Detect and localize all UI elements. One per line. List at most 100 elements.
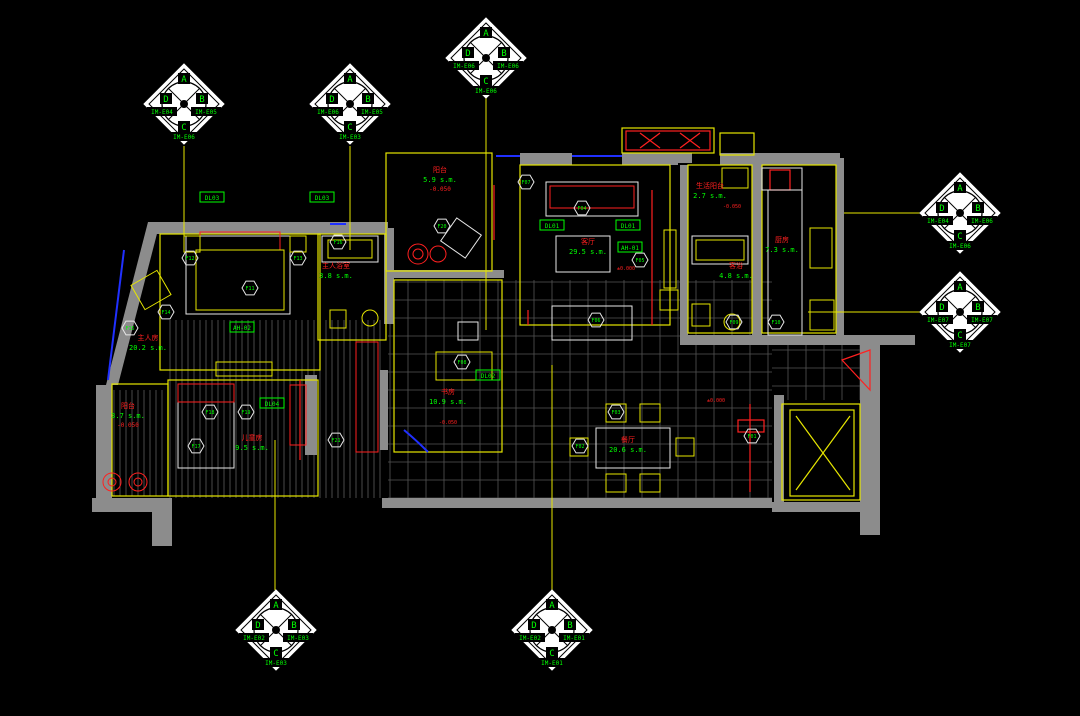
- marker-code: IM-E03: [287, 635, 309, 642]
- marker-letter-c: C: [483, 77, 488, 87]
- fixture-f14: F14: [157, 304, 175, 320]
- marker-letter-c: C: [273, 649, 278, 659]
- fixture-f19: F19: [237, 404, 255, 420]
- marker-code: IM-E07: [927, 317, 949, 324]
- marker-letter-d: D: [939, 303, 944, 313]
- fixture-f18: F18: [201, 404, 219, 420]
- room-labels: 阳台5.9 s.m.-0.050 主人房 20.2 s.m. 主人浴室 3.8 s.m.…: [111, 165, 799, 454]
- fixture-f12: F12: [181, 250, 199, 266]
- room-level: -0.050: [117, 422, 139, 429]
- room-label-study: 书房 10.9 s.m.: [429, 387, 467, 406]
- marker-code: IM-E06: [971, 218, 993, 225]
- marker-code: IM-E06: [173, 134, 195, 141]
- room-label-balcony-top: 阳台5.9 s.m.-0.050: [423, 165, 457, 193]
- floor-levels: ±0.000±0.000-0.050-0.050: [439, 204, 741, 426]
- fixture-code: F09: [729, 320, 738, 326]
- room-label-small-balcony: 阳台3.7 s.m.-0.050: [111, 401, 145, 429]
- room-name: 阳台: [433, 165, 447, 174]
- room-area: 7.3 s.m.: [765, 246, 799, 254]
- marker-letter-c: C: [181, 123, 186, 133]
- room-label-kitchen: 厨房 7.3 s.m.: [765, 235, 799, 254]
- fixture-code: F06: [591, 318, 600, 324]
- room-name: 主人房: [138, 333, 159, 342]
- marker-code: IM-E06: [317, 109, 339, 116]
- tag-text: DL03: [315, 195, 330, 202]
- room-name: 客厅: [581, 237, 595, 246]
- marker-letter-d: D: [329, 95, 334, 105]
- fixture-f03: F03: [607, 404, 625, 420]
- room-name: 厨房: [775, 235, 789, 244]
- marker-letter-c: C: [549, 649, 554, 659]
- room-label-kids-room: 儿童房 9.5 s.m.: [235, 433, 269, 452]
- fixture-f01: F01: [743, 428, 761, 444]
- room-area: 20.2 s.m.: [129, 344, 167, 352]
- tag-text: AH-02: [233, 325, 251, 332]
- marker-letter-a: A: [957, 184, 963, 194]
- room-name: 主人浴室: [322, 261, 350, 270]
- marker-code: IM-E04: [151, 109, 173, 116]
- fixture-code: F05: [635, 258, 644, 264]
- fixture-f11: F11: [241, 280, 259, 296]
- marker-code: IM-E05: [361, 109, 383, 116]
- marker-code: IM-E06: [475, 88, 497, 95]
- fixture-f21: F21: [327, 432, 345, 448]
- marker-letter-a: A: [181, 75, 187, 85]
- marker-code: IM-E06: [497, 63, 519, 70]
- room-area: 10.9 s.m.: [429, 398, 467, 406]
- fixture-code: F17: [191, 444, 200, 450]
- room-area: 29.5 s.m.: [569, 248, 607, 256]
- level-lv1: ±0.000: [617, 266, 635, 272]
- room-name: 生活阳台: [696, 181, 724, 190]
- furniture: [130, 167, 835, 493]
- tag-text: DL01: [621, 223, 636, 230]
- marker-code: IM-E07: [949, 342, 971, 349]
- level-lv4: -0.050: [439, 420, 457, 426]
- room-area: 4.8 s.m.: [719, 272, 753, 280]
- tag-t-dl01b: DL01: [615, 219, 641, 231]
- marker-letter-b: B: [975, 303, 980, 313]
- fixture-f10: F10: [767, 314, 785, 330]
- marker-code: IM-E05: [195, 109, 217, 116]
- tag-text: DL04: [265, 401, 280, 408]
- room-name: 餐厅: [621, 435, 635, 444]
- marker-code: IM-E02: [519, 635, 541, 642]
- tag-text: DL03: [205, 195, 220, 202]
- marker-letter-b: B: [567, 621, 572, 631]
- room-label-master-bath: 主人浴室 3.8 s.m.: [319, 261, 353, 280]
- room-area: 9.5 s.m.: [235, 444, 269, 452]
- marker-letter-a: A: [549, 601, 555, 611]
- room-area: 2.7 s.m.: [693, 192, 727, 200]
- fixture-f15: F15: [121, 320, 139, 336]
- room-name: 书房: [441, 387, 455, 396]
- room-label-service-balcony: 生活阳台 2.7 s.m.: [693, 181, 727, 200]
- tag-t-ah01: AH-01: [617, 241, 643, 253]
- red-accent-lines: [299, 130, 871, 492]
- marker-code: IM-E06: [453, 63, 475, 70]
- fixture-f09: F09: [725, 314, 743, 330]
- marker-letter-a: A: [957, 283, 963, 293]
- marker-letter-a: A: [273, 601, 279, 611]
- marker-letter-b: B: [365, 95, 370, 105]
- marker-letter-d: D: [939, 204, 944, 214]
- marker-code: IM-E03: [339, 134, 361, 141]
- marker-letter-b: B: [501, 49, 506, 59]
- tag-t-dl01: DL01: [539, 219, 565, 231]
- room-area: 3.8 s.m.: [319, 272, 353, 280]
- marker-code: IM-E07: [971, 317, 993, 324]
- room-name: 客浴: [729, 261, 743, 270]
- marker-code: IM-E04: [927, 218, 949, 225]
- tag-text: DL02: [481, 373, 496, 380]
- marker-letter-b: B: [199, 95, 204, 105]
- marker-letter-d: D: [255, 621, 260, 631]
- tag-text: AH-01: [621, 245, 639, 252]
- marker-letter-d: D: [465, 49, 470, 59]
- tag-t-dl02: DL02: [475, 369, 501, 381]
- fixture-code: F08: [457, 360, 466, 366]
- room-name: 儿童房: [242, 433, 263, 442]
- marker-code: IM-E03: [265, 660, 287, 667]
